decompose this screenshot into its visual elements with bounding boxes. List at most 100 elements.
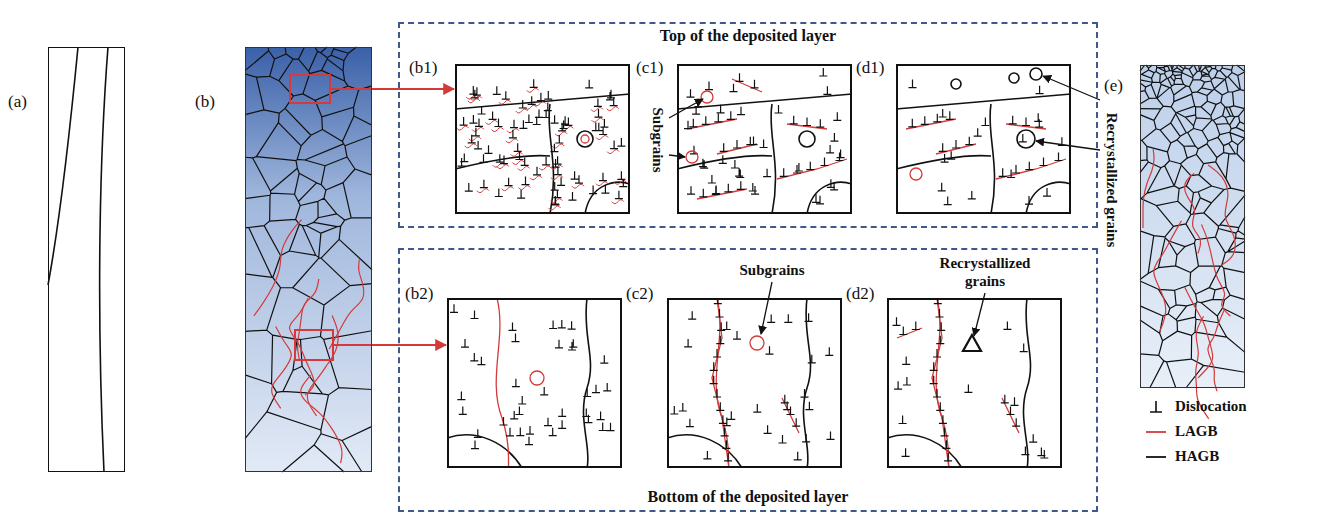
annotation-arrow [1036,141,1100,150]
lagb-line [496,298,509,468]
dislocation-symbol [1150,401,1162,412]
dislocation-symbols [458,79,628,205]
subgrain [910,168,922,180]
panel-ground [455,64,630,214]
recrystallized-grain [577,131,593,147]
legend-sample [1145,449,1167,465]
panel: (b2) [447,298,622,468]
legend-item: LAGB [1145,423,1218,440]
subgrain [686,151,698,163]
recrystallized-grain [1030,68,1042,80]
region-title: Top of the deposited layer [400,27,1096,45]
panel: (b) [245,47,372,472]
region-box: Top of the deposited layer(b1)(c1)(d1) [398,22,1098,228]
line-sample [1146,431,1166,433]
panel-ground [447,298,622,468]
panel-ground [245,47,372,472]
panel-figure [455,64,630,214]
lagb-line [1201,225,1230,317]
panel-figure [887,298,1062,468]
lagb-line [254,220,302,316]
subgrain [581,135,589,143]
columnar-grain-boundary [100,47,108,472]
annotation-arrow [669,99,703,118]
lagb-line [936,298,949,468]
panel-label: (d2) [846,284,874,304]
lagb-line [1185,173,1201,253]
lagb-line [1154,221,1182,332]
hagb-line [896,94,1071,109]
zoom-region [295,330,333,360]
panel: (c1) [677,64,852,214]
legend-item: Dislocation [1145,398,1247,415]
annotation-arrow [761,282,772,334]
panel-ground [1140,65,1245,388]
zoom-region [290,75,330,103]
recrystallized-grain [951,79,961,89]
panel-figure [667,298,842,468]
panel-label: (b1) [409,58,437,78]
legend-text: HAGB [1175,448,1219,465]
dislocation-symbols [450,304,615,448]
panel-label: (e) [1104,76,1123,96]
hagb-network [245,47,372,472]
legend-item: HAGB [1145,448,1219,465]
annotation-label: Subgrains [739,261,804,279]
subgrain-wall [906,119,1066,179]
region-title: Bottom of the deposited layer [400,488,1096,506]
subgrain [701,91,713,103]
panel-label: (d1) [856,58,884,78]
columnar-grain-boundary [48,47,78,285]
lagb-line [301,375,342,463]
panel: (c2) [667,298,842,468]
panel-figure [896,64,1071,214]
annotation-label: Subgrains [649,107,667,172]
hagb-line [990,104,995,214]
subgrain-wall [687,79,847,199]
dislocation-symbols [670,298,834,461]
lagb-line [1143,149,1154,228]
panel-label: (b) [195,92,215,112]
hagb-line [447,435,522,468]
recrystallized-grain [1017,130,1035,148]
line-sample [1146,456,1166,458]
panel: (d1) [896,64,1071,214]
panel-label: (c2) [626,284,653,304]
panel-label: (c1) [636,58,663,78]
annotation-label: Recrystallized grains [930,254,1040,290]
hagb-line [549,104,554,214]
lagb-line [1185,287,1213,378]
panel-figure [677,64,852,214]
subgrain [750,336,764,350]
legend-text: Dislocation [1175,398,1247,415]
zoom-lead [330,89,372,345]
hagb-network [1140,65,1245,388]
recrystallized-grain [963,335,981,351]
hagb-line [583,298,590,468]
legend-sample [1145,399,1167,415]
dislocation-symbols [893,298,1049,461]
hagb-line [887,435,962,468]
lagb-line [298,279,319,359]
panel-label: (b2) [405,284,433,304]
hagb-line [677,156,772,169]
panel-ground [667,298,842,468]
recrystallized-grain [799,131,815,147]
panel: (b1) [455,64,630,214]
panel-ground [677,64,852,214]
lagb-line [1208,310,1224,391]
panel-figure [447,298,622,468]
panel: (d2) [887,298,1062,468]
lagb-line [1208,165,1235,265]
recrystallized-grain [1009,73,1019,83]
subgrain [530,371,544,385]
panel: (e) [1140,65,1245,388]
zoom-arrow [372,344,446,346]
panel-ground [48,47,125,472]
hagb-line [771,104,776,214]
panel: (a) [48,47,125,472]
legend-text: LAGB [1175,423,1218,440]
